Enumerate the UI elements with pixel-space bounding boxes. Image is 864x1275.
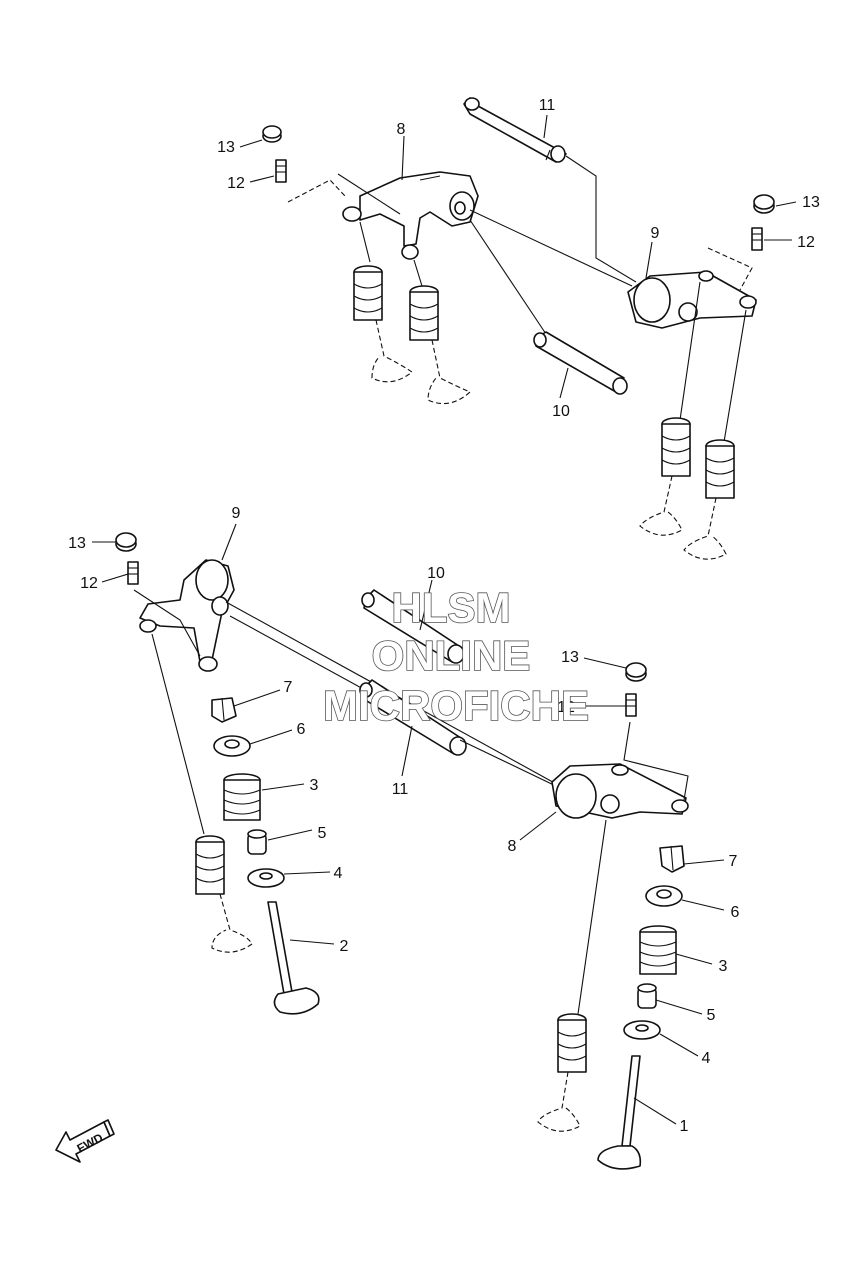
callout-8-lower: 8 <box>508 838 517 855</box>
callout-12-upper-left: 12 <box>227 175 245 192</box>
adjusting-screw-12-lower-left <box>127 561 139 585</box>
callout-11-lower: 11 <box>392 781 409 798</box>
watermark: HLSM ONLINE MICROFICHE <box>322 583 590 730</box>
callout-1: 1 <box>680 1118 689 1135</box>
adjusting-nut-13-upper-right <box>753 194 775 214</box>
callout-3-left: 3 <box>310 777 319 794</box>
valve-stem-seal-5-right <box>637 983 657 1009</box>
rocker-shaft-11-upper <box>463 97 567 163</box>
intake-valve-1 <box>597 1055 642 1170</box>
callout-9-lower: 9 <box>232 505 241 522</box>
adjusting-screw-12-lower-right <box>625 693 637 717</box>
valve-spring-assy-upper-right-1 <box>639 417 691 536</box>
valve-cotter-7-right <box>659 845 685 873</box>
watermark-line-1: HLSM <box>392 584 511 631</box>
adjusting-nut-13-lower-left <box>115 532 137 552</box>
rocker-arm-9-lower <box>139 559 235 672</box>
callout-2: 2 <box>340 938 349 955</box>
valve-stem-seal-5-left <box>247 829 267 855</box>
valve-retainer-6-left <box>213 735 251 757</box>
valve-spring-3-left <box>223 773 261 821</box>
callout-7-left: 7 <box>284 679 293 696</box>
valve-spring-assy-lower-left <box>195 835 253 953</box>
callout-6-left: 6 <box>297 721 306 738</box>
rocker-arm-8-lower <box>551 763 689 819</box>
fwd-arrow-icon: FWD <box>55 1119 115 1163</box>
callout-5-right: 5 <box>707 1007 716 1024</box>
callout-5-left: 5 <box>318 825 327 842</box>
watermark-line-3: MICROFICHE <box>323 682 589 729</box>
callout-13-upper-left: 13 <box>217 139 235 156</box>
callout-9-upper: 9 <box>651 225 660 242</box>
callout-4-left: 4 <box>334 865 343 882</box>
exhaust-valve-2 <box>267 901 320 1015</box>
valve-spring-assy-upper-left-2 <box>409 259 472 405</box>
adjusting-screw-12-upper-right <box>751 227 763 251</box>
valve-spring-assy-lower-right <box>537 1013 587 1132</box>
rocker-arm-8-upper <box>342 171 479 260</box>
callout-10-lower: 10 <box>427 565 445 582</box>
rocker-shaft-10-upper <box>533 331 628 395</box>
watermark-line-2: ONLINE <box>372 632 531 679</box>
valve-spring-assy-upper-left-1 <box>353 221 413 383</box>
callout-6-right: 6 <box>731 904 740 921</box>
callout-10-upper: 10 <box>552 403 570 420</box>
adjusting-screw-12-upper-left <box>275 159 287 183</box>
adjusting-nut-13-upper-left <box>262 125 282 143</box>
rocker-shaft-10-lower <box>361 589 465 664</box>
callout-11-upper: 11 <box>539 97 556 114</box>
callout-3-right: 3 <box>719 958 728 975</box>
adjusting-nut-13-lower-right <box>625 662 647 682</box>
callout-8-upper: 8 <box>397 121 406 138</box>
callout-13-upper-right: 13 <box>802 194 820 211</box>
rocker-shaft-11-lower <box>359 679 467 756</box>
callout-4-right: 4 <box>702 1050 711 1067</box>
spring-seat-4-left <box>247 868 285 888</box>
callout-12-lower-right: 12 <box>557 699 575 716</box>
valve-spring-3-right <box>639 925 677 975</box>
callout-labels: 11 8 13 12 9 13 12 10 9 13 12 10 13 12 7… <box>68 97 820 1135</box>
valve-cotter-7-left <box>211 697 237 723</box>
valve-spring-assy-upper-right-2 <box>683 439 735 560</box>
callout-12-upper-right: 12 <box>797 234 815 251</box>
callout-13-lower-left: 13 <box>68 535 86 552</box>
callout-7-right: 7 <box>729 853 738 870</box>
rocker-arm-9-upper <box>627 270 757 329</box>
callout-leaders <box>92 114 797 1125</box>
spring-seat-4-right <box>623 1020 661 1040</box>
callout-12-lower-left: 12 <box>80 575 98 592</box>
valve-retainer-6-right <box>645 885 683 907</box>
callout-13-lower-right: 13 <box>561 649 579 666</box>
